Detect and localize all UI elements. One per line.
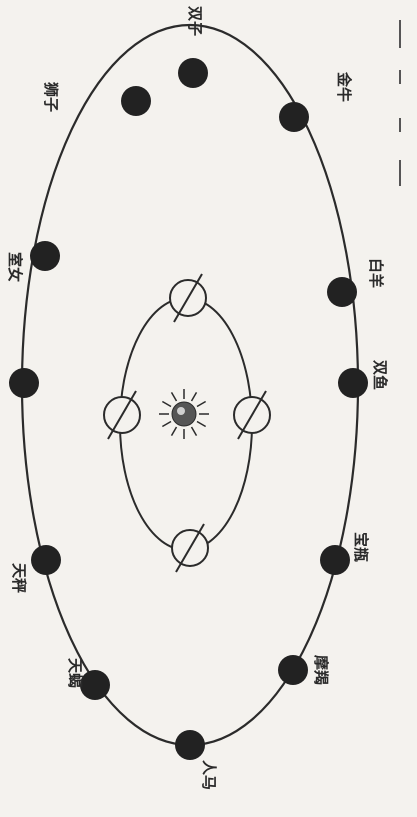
- zodiac-label-scorpio: 天蝎: [66, 658, 84, 688]
- zodiac-dot-taurus: [279, 102, 309, 132]
- zodiac-dot-libra: [31, 545, 61, 575]
- zodiac-outer-ellipse: [22, 25, 358, 745]
- earth-icon-top: [170, 274, 206, 322]
- zodiac-label-gemini: 双子: [186, 6, 204, 36]
- zodiac-dot-capricorn: [278, 655, 308, 685]
- zodiac-dot-leo: [30, 241, 60, 271]
- zodiac-dot-aries: [327, 277, 357, 307]
- zodiac-dot-virgo: [9, 368, 39, 398]
- zodiac-dot-pisces: [338, 368, 368, 398]
- zodiac-label-virgo: 室女: [6, 252, 24, 282]
- zodiac-dot-sagittarius: [175, 730, 205, 760]
- zodiac-label-pisces: 双鱼: [371, 360, 389, 390]
- earth-icon-bottom: [172, 524, 208, 572]
- zodiac-label-aries: 白羊: [367, 258, 385, 288]
- zodiac-dot-gemini: [178, 58, 208, 88]
- zodiac-label-aquarius: 宝瓶: [352, 532, 370, 562]
- zodiac-dot-cancer: [121, 86, 151, 116]
- earth-icon-left: [104, 391, 140, 439]
- zodiac-label-capricorn: 摩羯: [312, 655, 330, 685]
- zodiac-label-leo: 狮子: [42, 81, 60, 112]
- sun-icon: [159, 389, 209, 439]
- zodiac-label-taurus: 金牛: [335, 71, 353, 102]
- zodiac-label-libra: 天秤: [10, 563, 28, 593]
- zodiac-dot-aquarius: [320, 545, 350, 575]
- zodiac-label-sagittarius: 人马: [200, 760, 218, 790]
- earth-icon-right: [234, 391, 270, 439]
